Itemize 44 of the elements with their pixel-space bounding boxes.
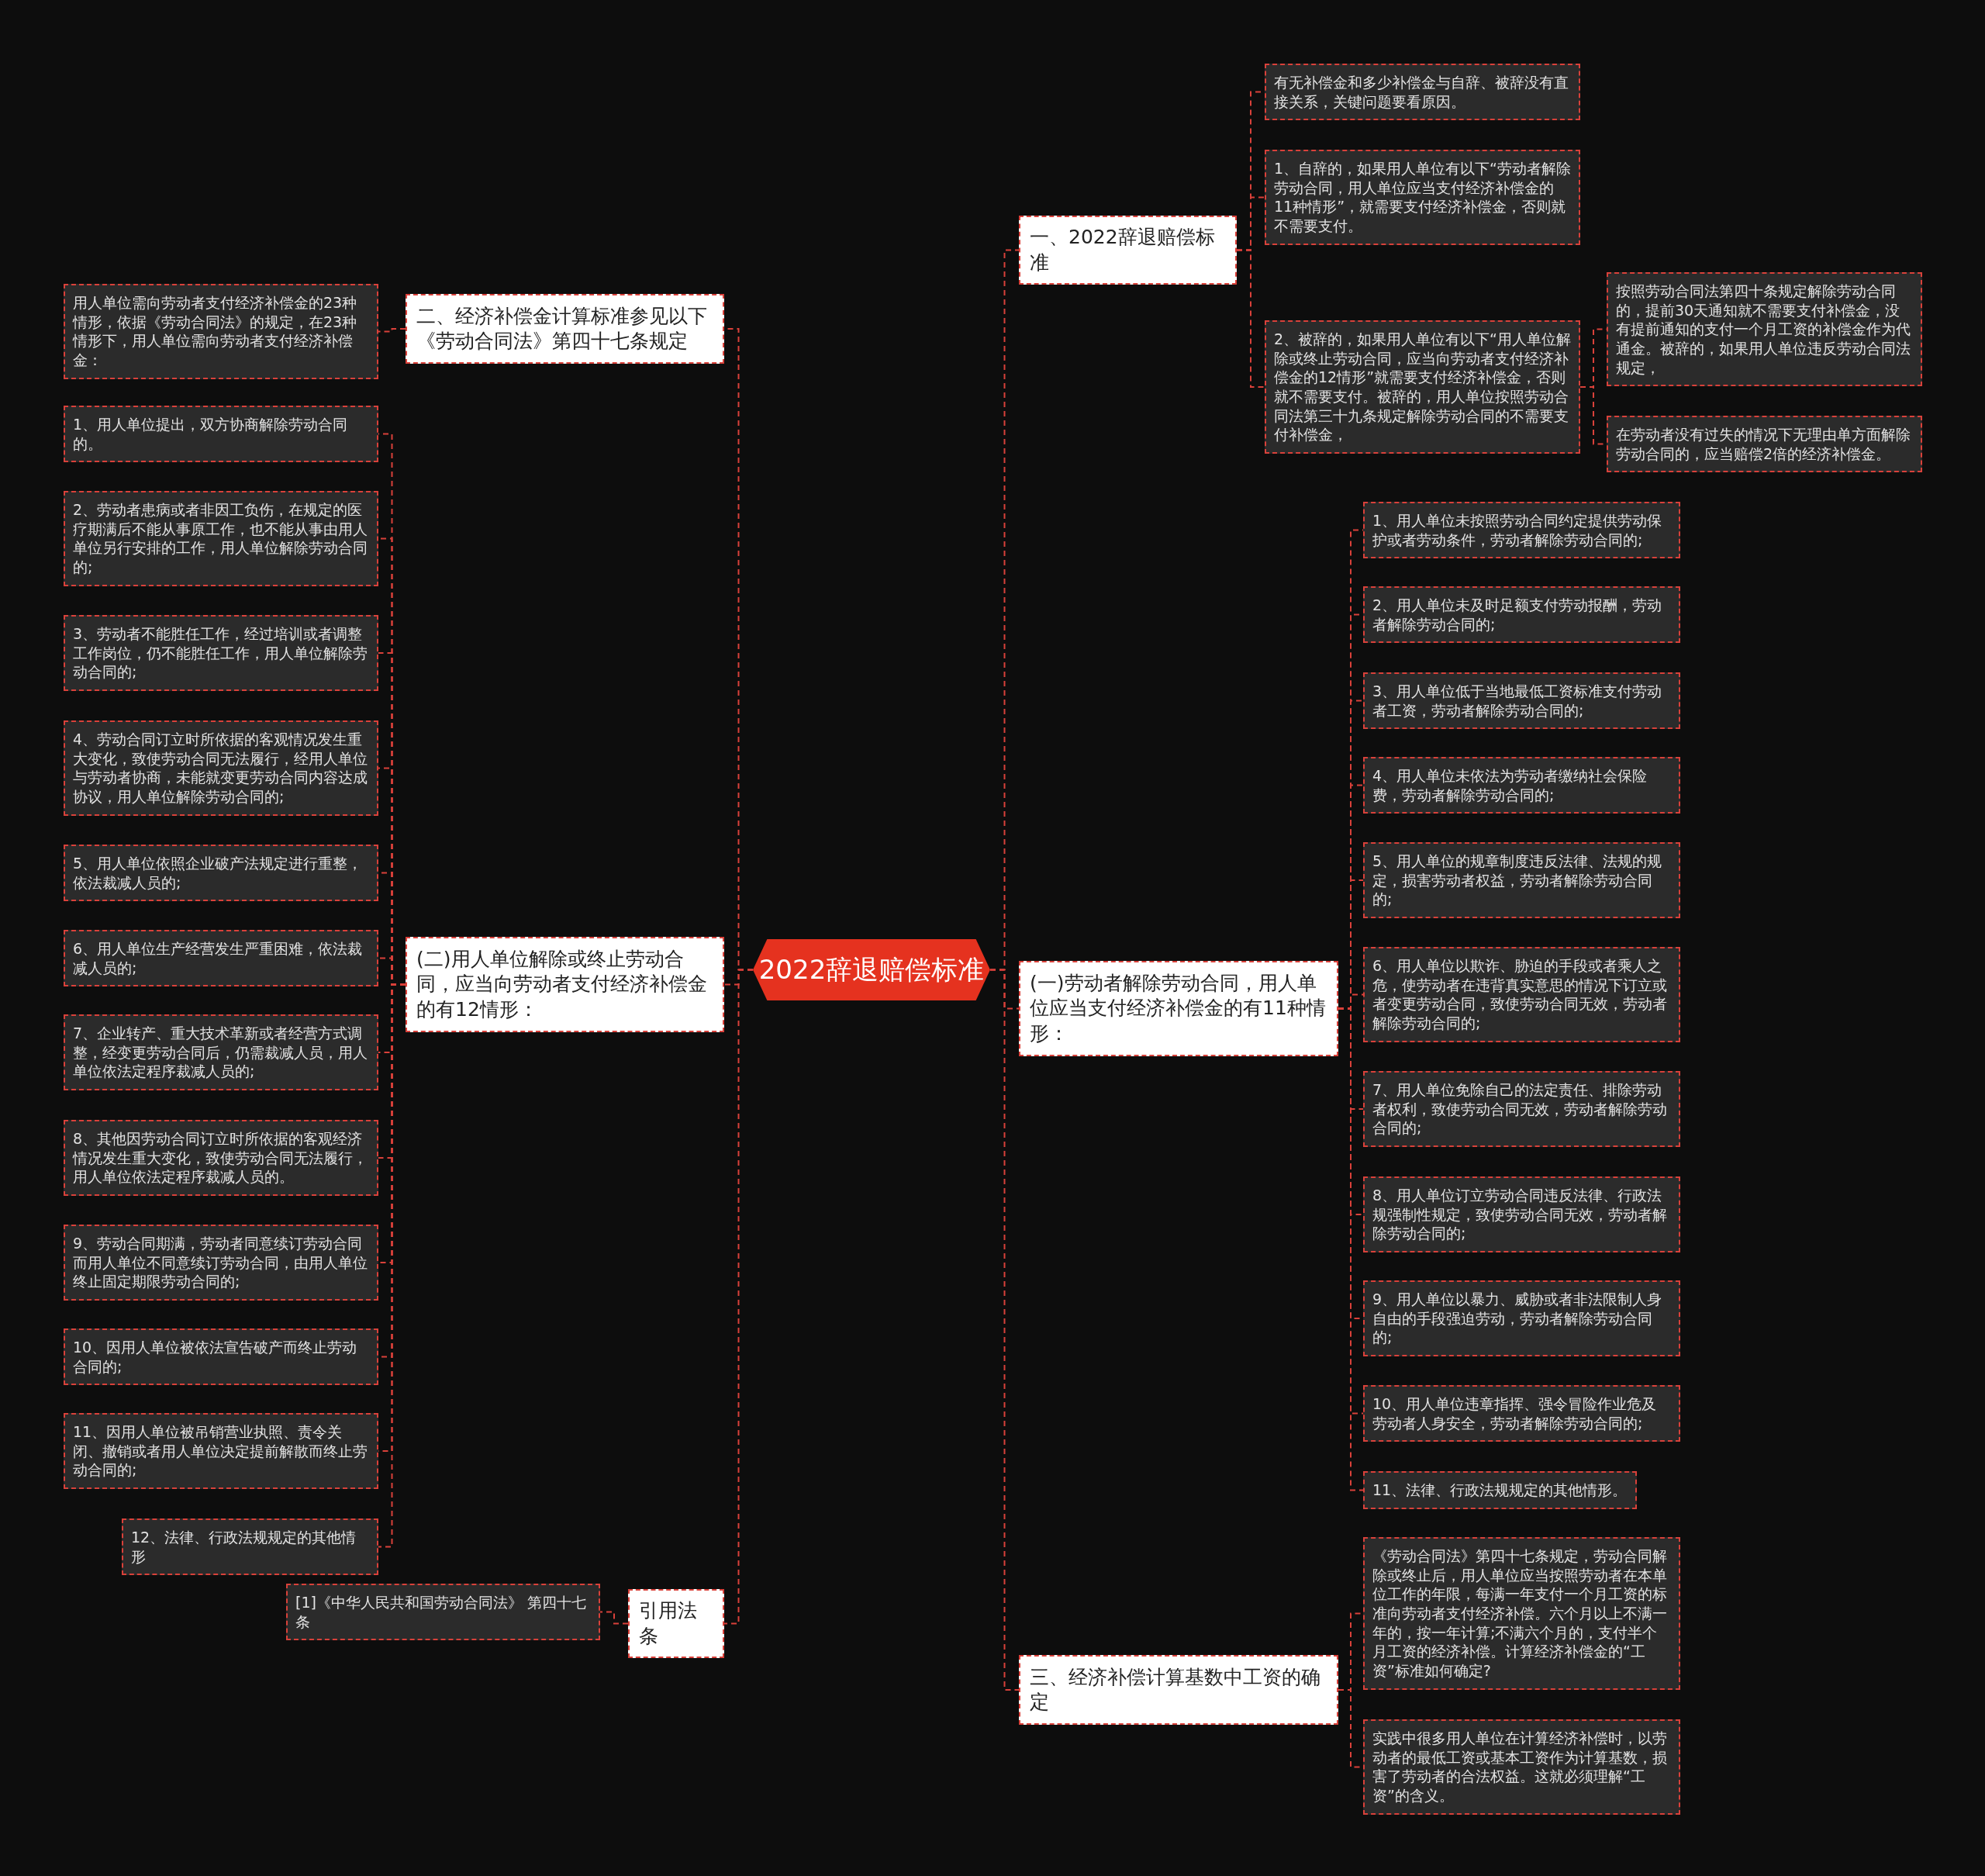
connector-line	[1236, 249, 1265, 388]
topic-box: (一)劳动者解除劳动合同，用人单位应当支付经济补偿金的有11种情形：	[1019, 961, 1338, 1056]
note-box: 3、劳动者不能胜任工作，经过培训或者调整工作岗位，仍不能胜任工作，用人单位解除劳动合同的;	[64, 615, 378, 692]
note-box: 3、用人单位低于当地最低工资标准支付劳动者工资，劳动者解除劳动合同的;	[1363, 672, 1680, 730]
connector-line	[723, 969, 754, 1625]
note-box: [1]《中华人民共和国劳动合同法》 第四十七条	[286, 1584, 600, 1641]
central-topic: 2022辞退赔偿标准	[753, 939, 990, 1000]
note-box: 《劳动合同法》第四十七条规定，劳动合同解除或终止后，用人单位应当按照劳动者在本单位工作的年限，每满一年支付一个月工资的标准向劳动者支付经济补偿。六个月以上不满一年的，按一年计算;不满六个月的，支付半个月工资的经济补偿。计算经济补偿金的“工资”标准如何确定?	[1363, 1537, 1680, 1690]
note-box: 2、被辞的，如果用人单位有以下“用人单位解除或终止劳动合同，应当向劳动者支付经济补偿金的12情形”就需要支付经济补偿金，否则就不需要支付。被辞的，用人单位按照劳动合同法第三十九条规定解除劳动合同的不需要支付补偿金，	[1265, 320, 1580, 454]
topic-box: 一、2022辞退赔偿标准	[1019, 216, 1237, 285]
topic-box: 二、经济补偿金计算标准参见以下《劳动合同法》第四十七条规定	[406, 294, 724, 364]
note-box: 10、因用人单位被依法宣告破产而终止劳动合同的;	[64, 1328, 378, 1386]
note-box: 有无补偿金和多少补偿金与自辞、被辞没有直接关系，关键问题要看原因。	[1265, 64, 1580, 121]
note-box: 4、用人单位未依法为劳动者缴纳社会保险费，劳动者解除劳动合同的;	[1363, 757, 1680, 814]
connector-line	[989, 969, 1020, 1691]
connector-line	[378, 328, 406, 333]
note-box: 4、劳动合同订立时所依据的客观情况发生重大变化，致使劳动合同无法履行，经用人单位与劳动者协商，未能就变更劳动合同内容达成协议，用人单位解除劳动合同的;	[64, 720, 378, 816]
note-box: 用人单位需向劳动者支付经济补偿金的23种情形，依据《劳动合同法》的规定，在23种情形下，用人单位需向劳动者支付经济补偿金：	[64, 284, 378, 379]
note-box: 7、企业转产、重大技术革新或者经营方式调整，经变更劳动合同后，仍需裁减人员，用人单位依法定程序裁减人员的;	[64, 1014, 378, 1091]
note-box: 1、自辞的，如果用人单位有以下“劳动者解除劳动合同，用人单位应当支付经济补偿金的11种情形”，就需要支付经济补偿金，否则就不需要支付。	[1265, 150, 1580, 245]
note-box: 11、法律、行政法规规定的其他情形。	[1363, 1471, 1637, 1509]
note-box: 实践中很多用人单位在计算经济补偿时，以劳动者的最低工资或基本工资作为计算基数，损害了劳动者的合法权益。这就必须理解“工资”的含义。	[1363, 1719, 1680, 1815]
note-box: 在劳动者没有过失的情况下无理由单方面解除劳动合同的，应当赔偿2倍的经济补偿金。	[1607, 416, 1922, 473]
note-box: 10、用人单位违章指挥、强令冒险作业危及劳动者人身安全，劳动者解除劳动合同的;	[1363, 1385, 1680, 1442]
topic-box: 引用法条	[628, 1589, 724, 1658]
topic-box: 三、经济补偿计算基数中工资的确定	[1019, 1655, 1338, 1725]
note-box: 7、用人单位免除自己的法定责任、排除劳动者权利，致使劳动合同无效，劳动者解除劳动合同的;	[1363, 1071, 1680, 1148]
topic-box: (二)用人单位解除或终止劳动合同，应当向劳动者支付经济补偿金的有12情形：	[406, 937, 724, 1032]
note-box: 按照劳动合同法第四十条规定解除劳动合同的，提前30天通知就不需要支付补偿金，没有提前通知的支付一个月工资的补偿金作为代通金。被辞的，如果用人单位违反劳动合同法规定，	[1607, 272, 1922, 387]
connector-line	[599, 1611, 629, 1625]
note-box: 12、法律、行政法规规定的其他情形	[122, 1518, 378, 1576]
note-box: 6、用人单位以欺诈、胁迫的手段或者乘人之危，使劳动者在违背真实意思的情况下订立或者变更劳动合同，致使劳动合同无效，劳动者解除劳动合同的;	[1363, 947, 1680, 1042]
note-box: 9、用人单位以暴力、威胁或者非法限制人身自由的手段强迫劳动，劳动者解除劳动合同的;	[1363, 1280, 1680, 1357]
note-box: 2、用人单位未及时足额支付劳动报酬，劳动者解除劳动合同的;	[1363, 586, 1680, 644]
note-box: 1、用人单位未按照劳动合同约定提供劳动保护或者劳动条件，劳动者解除劳动合同的;	[1363, 502, 1680, 559]
note-box: 8、用人单位订立劳动合同违反法律、行政法规强制性规定，致使劳动合同无效，劳动者解除劳动合同的;	[1363, 1176, 1680, 1253]
note-box: 9、劳动合同期满，劳动者同意续订劳动合同而用人单位不同意续订劳动合同，由用人单位终止固定期限劳动合同的;	[64, 1225, 378, 1301]
note-box: 11、因用人单位被吊销营业执照、责令关闭、撤销或者用人单位决定提前解散而终止劳动合同的;	[64, 1413, 378, 1490]
note-box: 5、用人单位的规章制度违反法律、法规的规定，损害劳动者权益，劳动者解除劳动合同的;	[1363, 842, 1680, 919]
note-box: 6、用人单位生产经营发生严重困难，依法裁减人员的;	[64, 930, 378, 987]
note-box: 1、用人单位提出，双方协商解除劳动合同的。	[64, 406, 378, 463]
note-box: 2、劳动者患病或者非因工负伤，在规定的医疗期满后不能从事原工作，也不能从事由用人单位另行安排的工作，用人单位解除劳动合同的;	[64, 491, 378, 586]
note-box: 8、其他因劳动合同订立时所依据的客观经济情况发生重大变化，致使劳动合同无法履行，用人单位依法定程序裁减人员的。	[64, 1120, 378, 1197]
note-box: 5、用人单位依照企业破产法规定进行重整，依法裁减人员的;	[64, 845, 378, 902]
